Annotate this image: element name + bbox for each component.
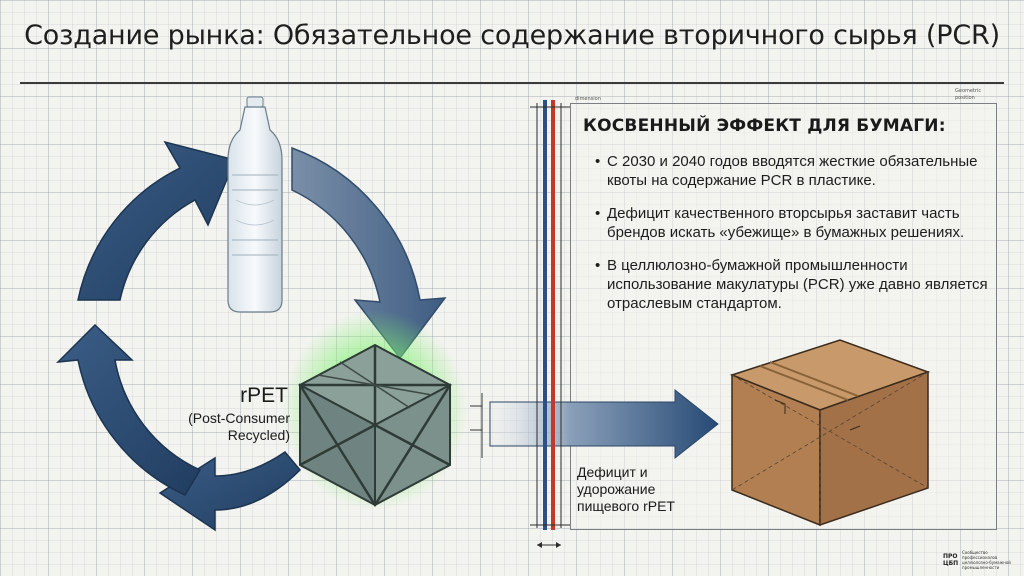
pet-bottle bbox=[227, 96, 283, 313]
panel-divider bbox=[530, 100, 570, 548]
panel-bullet-list: С 2030 и 2040 годов вводятся жесткие обя… bbox=[595, 152, 995, 327]
logo-mark-line1: ПРО bbox=[943, 553, 958, 560]
panel-heading: КОСВЕННЫЙ ЭФФЕКТ ДЛЯ БУМАГИ: bbox=[583, 116, 946, 136]
panel-bullet-1: С 2030 и 2040 годов вводятся жесткие обя… bbox=[595, 152, 995, 190]
recycle-cycle bbox=[55, 140, 447, 532]
flow-caption: Дефицит и удорожание пищевого rPET bbox=[577, 464, 717, 515]
flow-caption-line1: Дефицит и bbox=[577, 464, 648, 480]
cardboard-box bbox=[729, 339, 931, 527]
flow-arrow-to-paper bbox=[470, 388, 719, 460]
logo-mark-line2: ЦБП bbox=[943, 560, 959, 567]
title-underline bbox=[20, 82, 1004, 84]
panel-side-label: dimension bbox=[575, 96, 601, 102]
flow-caption-line2: удорожание bbox=[577, 481, 656, 497]
logo-mark: ПРО ЦБП bbox=[943, 553, 959, 567]
rpet-sublabel: (Post-Consumer Recycled) bbox=[160, 410, 290, 444]
cycle-arrow-right-down bbox=[291, 146, 447, 360]
rpet-label: rPET bbox=[240, 384, 288, 407]
corner-label-1: Geometric bbox=[955, 88, 982, 94]
rpet-sublabel-line1: (Post-Consumer bbox=[188, 410, 290, 426]
page-title: Создание рынка: Обязательное содержание … bbox=[24, 20, 1000, 51]
cycle-arrow-left-up bbox=[77, 140, 237, 301]
cycle-arrow-left-lower bbox=[55, 323, 202, 496]
flow-caption-line3: пищевого rPET bbox=[577, 498, 675, 514]
rpet-sublabel-line2: Recycled) bbox=[227, 427, 290, 443]
procbp-logo: ПРО ЦБП Сообщество профессионалов целлюл… bbox=[943, 550, 1024, 570]
logo-text: Сообщество профессионалов целлюлозно-бум… bbox=[962, 550, 1011, 570]
corner-label-2: position bbox=[955, 95, 975, 101]
panel-bullet-3: В целлюлозно-бумажной промышленности исп… bbox=[595, 256, 995, 313]
rpet-cube bbox=[283, 310, 467, 510]
panel-bullet-2: Дефицит качественного вторсырья заставит… bbox=[595, 204, 995, 242]
